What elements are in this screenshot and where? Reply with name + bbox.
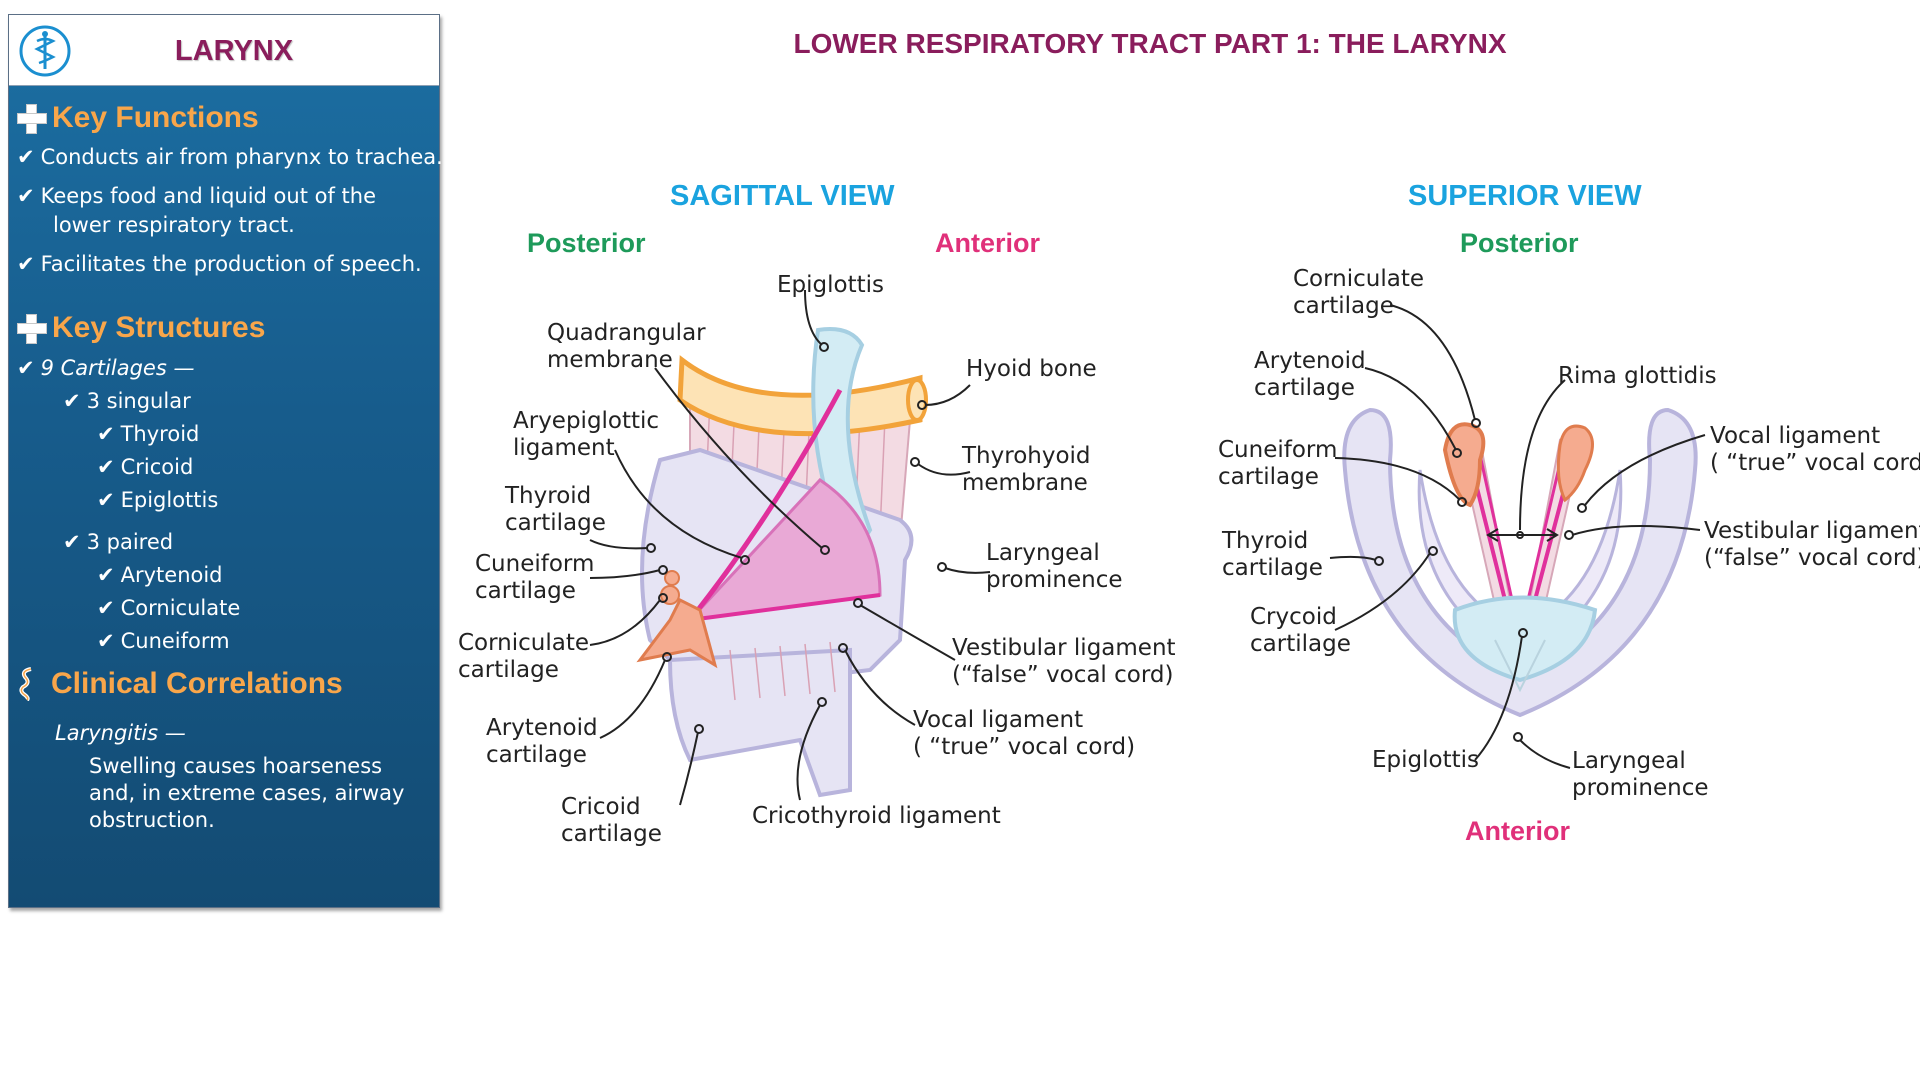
- function-item: ✔Facilitates the production of speech.: [17, 252, 422, 276]
- paired-group: ✔3 paired: [63, 530, 174, 554]
- epiglottis-shape: [811, 327, 873, 565]
- function-item-cont: lower respiratory tract.: [53, 213, 295, 237]
- cartilages-count: ✔9 Cartilages —: [17, 356, 195, 380]
- caduceus-icon: [19, 25, 71, 77]
- sagittal-diagram: [589, 289, 991, 806]
- check-icon: ✔: [97, 455, 115, 479]
- sidebar-header: LARYNX: [9, 15, 439, 86]
- check-icon: ✔: [97, 596, 115, 620]
- paired-item: ✔Cuneiform: [97, 629, 230, 653]
- label-hyoid-bone: Hyoid bone: [966, 356, 1097, 382]
- function-item: ✔Keeps food and liquid out of the: [17, 184, 376, 208]
- sagittal-view-title: SAGITTAL VIEW: [670, 180, 895, 212]
- clinical-heading: Clinical Correlations: [17, 667, 343, 701]
- singular-group: ✔3 singular: [63, 389, 191, 413]
- check-icon: ✔: [17, 252, 35, 276]
- paired-item: ✔Corniculate: [97, 596, 241, 620]
- hook-icon: [19, 667, 32, 701]
- label-sup-epiglottis: Epiglottis: [1372, 747, 1479, 773]
- label-sup-rima-glottidis: Rima glottidis: [1558, 363, 1717, 389]
- check-icon: ✔: [97, 629, 115, 653]
- check-icon: ✔: [17, 356, 35, 380]
- page-title: LOWER RESPIRATORY TRACT PART 1: THE LARY…: [793, 28, 1507, 59]
- sagittal-posterior-label: Posterior: [527, 228, 646, 258]
- thyroid-ring-shape: [1342, 407, 1698, 718]
- clinical-line: and, in extreme cases, airway: [89, 781, 405, 805]
- clinical-line: obstruction.: [89, 808, 215, 832]
- check-icon: ✔: [17, 184, 35, 208]
- label-vestibular-ligament: Vestibular ligament(“false” vocal cord): [952, 635, 1176, 688]
- singular-item: ✔Cricoid: [97, 455, 194, 479]
- function-item: ✔Conducts air from pharynx to trachea.: [17, 145, 443, 169]
- check-icon: ✔: [97, 563, 115, 587]
- label-sup-vocal-ligament: Vocal ligament( “true” vocal cord): [1710, 423, 1920, 476]
- arytenoid-right-shape: [1556, 424, 1594, 503]
- sagittal-anterior-label: Anterior: [935, 228, 1041, 258]
- plus-icon: [17, 314, 47, 344]
- arytenoid-left-shape: [1442, 422, 1486, 508]
- clinical-term: Laryngitis —: [55, 721, 186, 745]
- label-sup-vestibular-ligament: Vestibular ligament(“false” vocal cord): [1704, 518, 1920, 571]
- arytenoid-cartilage-shape: [636, 597, 718, 669]
- key-functions-heading: Key Functions: [17, 101, 259, 135]
- paired-item: ✔Arytenoid: [97, 563, 223, 587]
- epiglottis-superior-shape: [1452, 595, 1598, 683]
- singular-item: ✔Thyroid: [97, 422, 200, 446]
- check-icon: ✔: [63, 530, 81, 554]
- superior-posterior-label: Posterior: [1460, 228, 1579, 258]
- label-vocal-ligament: Vocal ligament( “true” vocal cord): [913, 707, 1136, 760]
- clinical-line: Swelling causes hoarseness: [89, 754, 383, 778]
- superior-diagram: [1329, 304, 1706, 769]
- sidebar-title: LARYNX: [174, 35, 294, 67]
- label-cricothyroid-ligament: Cricothyroid ligament: [752, 803, 1001, 829]
- key-structures-heading: Key Structures: [17, 311, 265, 345]
- cricoid-cartilage-shape: [667, 647, 852, 798]
- singular-item: ✔Epiglottis: [97, 488, 219, 512]
- plus-icon: [17, 104, 47, 134]
- label-epiglottis: Epiglottis: [777, 272, 884, 298]
- superior-anterior-label: Anterior: [1465, 816, 1571, 846]
- quadrangular-membrane-shape: [686, 478, 882, 623]
- check-icon: ✔: [97, 488, 115, 512]
- check-icon: ✔: [97, 422, 115, 446]
- check-icon: ✔: [63, 389, 81, 413]
- check-icon: ✔: [17, 145, 35, 169]
- sidebar-panel: LARYNX Key Functions ✔Conducts air from …: [8, 14, 443, 908]
- superior-view-title: SUPERIOR VIEW: [1408, 180, 1642, 212]
